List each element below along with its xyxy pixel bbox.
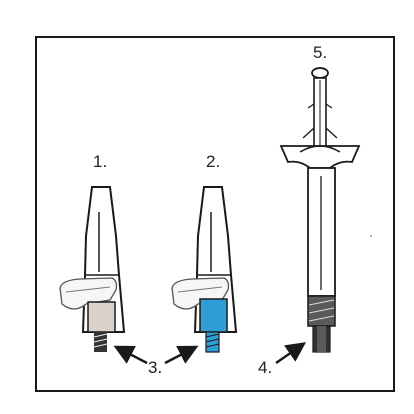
component-2-cannula bbox=[171, 186, 238, 353]
component-1-cannula bbox=[59, 186, 126, 352]
arrow-3-right bbox=[164, 345, 199, 365]
label-5: 5. bbox=[313, 43, 328, 62]
arrow-4 bbox=[275, 342, 307, 365]
arrow-3-left bbox=[113, 345, 148, 365]
label-4: 4. bbox=[258, 358, 273, 377]
label-3: 3. bbox=[148, 358, 163, 377]
label-1: 1. bbox=[93, 152, 108, 171]
plunger-thumb bbox=[311, 67, 329, 79]
thread-1 bbox=[94, 332, 107, 352]
hub-pale bbox=[87, 301, 116, 333]
syringe bbox=[279, 67, 361, 353]
label-2: 2. bbox=[206, 152, 221, 171]
syringe-flange bbox=[279, 145, 361, 169]
hub-blue bbox=[199, 298, 228, 333]
speck bbox=[370, 235, 372, 237]
